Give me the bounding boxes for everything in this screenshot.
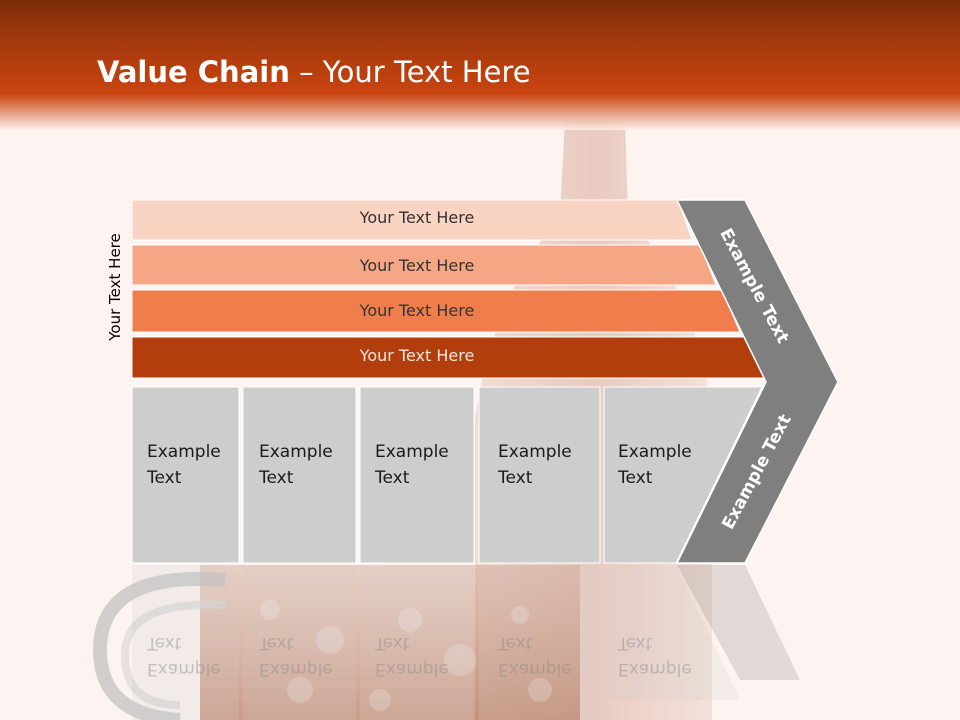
chevron-arrow xyxy=(675,199,839,564)
box-3-reflection: Example Text xyxy=(375,633,449,679)
box-3 xyxy=(359,386,475,564)
page-title: Value Chain – Your Text Here xyxy=(97,55,531,89)
box-4 xyxy=(478,386,601,564)
box-1-label: Example Text xyxy=(147,442,221,488)
bar-2-label: Your Text Here xyxy=(359,256,475,275)
bar-1 xyxy=(131,199,693,241)
box-4-reflection: Example Text xyxy=(498,633,572,679)
box-3-label: Example Text xyxy=(375,442,449,488)
box-5 xyxy=(603,386,763,564)
bar-2 xyxy=(131,244,717,286)
bar-3-label: Your Text Here xyxy=(359,301,475,320)
bar-1-label: Your Text Here xyxy=(359,208,475,227)
box-4-label: Example Text xyxy=(498,442,572,488)
bar-3 xyxy=(131,289,741,333)
box-2-reflection: Example Text xyxy=(259,633,333,679)
box-1 xyxy=(131,386,240,564)
box-5-label: Example Text xyxy=(618,442,692,488)
box-5-reflection: Example Text xyxy=(618,633,692,679)
title-bold: Value Chain xyxy=(97,55,290,89)
box-2 xyxy=(242,386,357,564)
box-1-reflection: Example Text xyxy=(147,633,221,679)
bar-4-label: Your Text Here xyxy=(359,346,475,365)
header-band xyxy=(0,0,960,130)
title-rest: – Your Text Here xyxy=(289,55,531,89)
box-2-label: Example Text xyxy=(259,442,333,488)
